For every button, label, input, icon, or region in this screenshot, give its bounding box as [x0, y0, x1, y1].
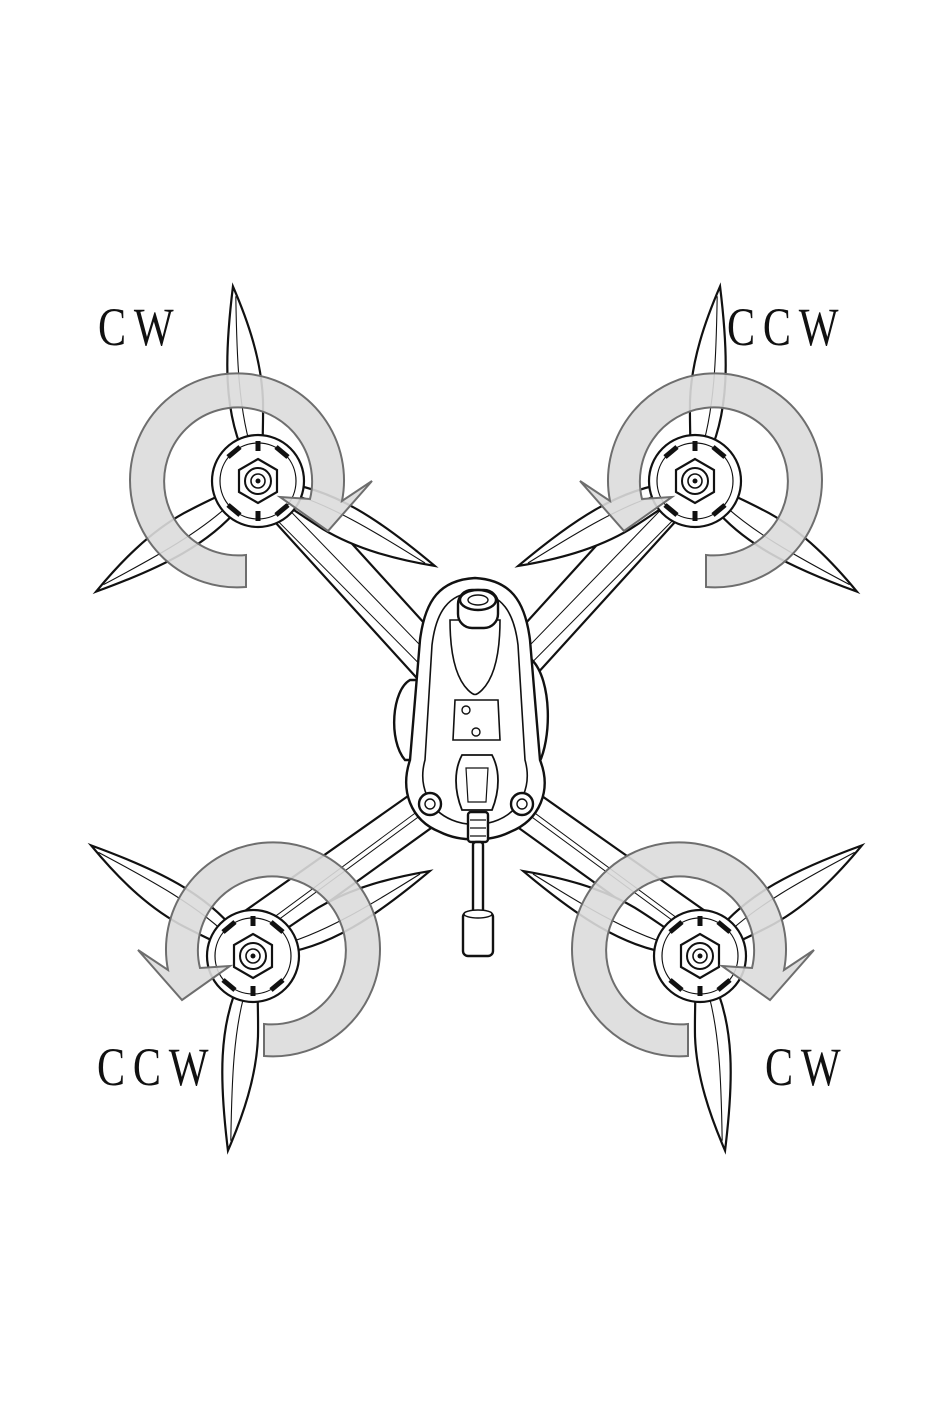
motor-label-rear-right: CW — [765, 1040, 848, 1094]
motor-rear-right — [517, 834, 873, 1153]
motor-label-front-right: CCW — [727, 300, 846, 354]
motor-label-front-left: CW — [98, 300, 181, 354]
motor-label-rear-left: CCW — [97, 1040, 216, 1094]
motor-rear-left — [80, 834, 436, 1153]
